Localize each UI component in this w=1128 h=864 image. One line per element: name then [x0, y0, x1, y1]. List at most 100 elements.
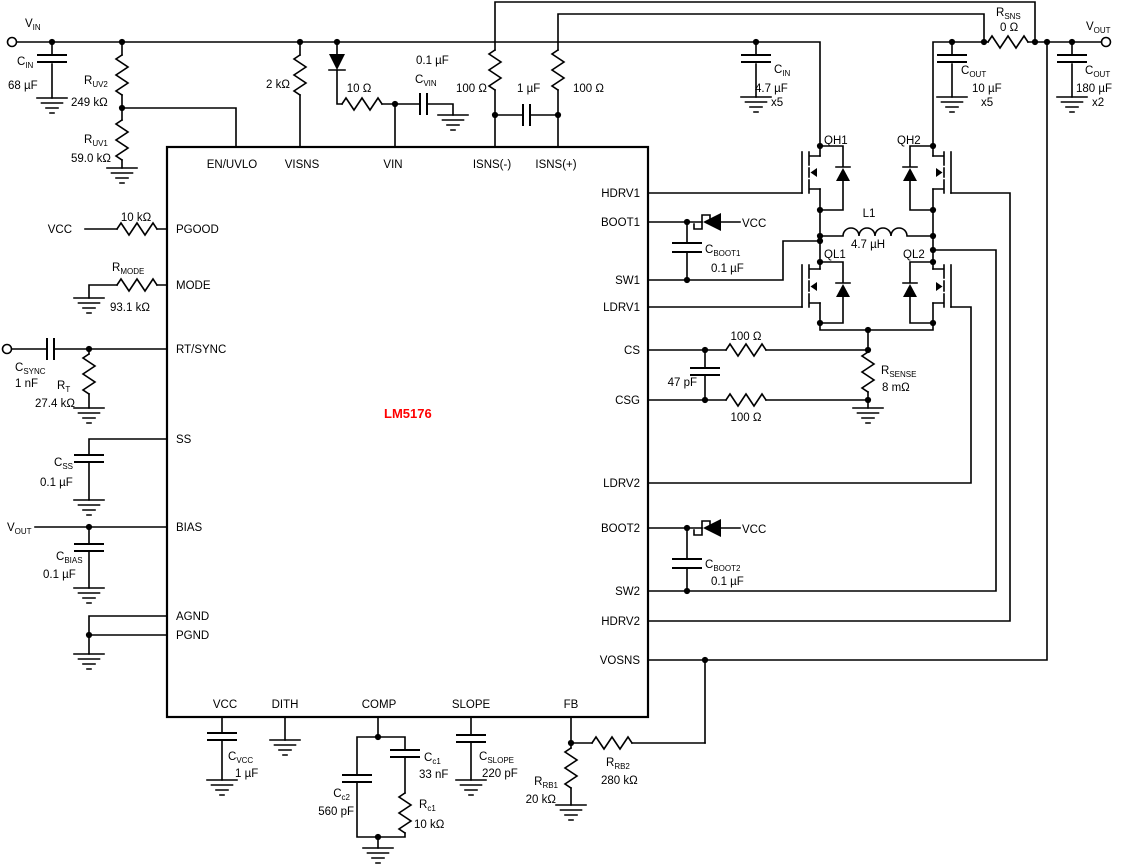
label-rrb1-ref: RRB1	[534, 776, 558, 790]
label-cvcc-ref: CVCC	[228, 751, 253, 765]
net-hdrv2	[647, 192, 1011, 622]
label-cc1-value: 33 nF	[419, 769, 448, 781]
junction-dot	[85, 523, 93, 531]
diodes	[328, 54, 721, 537]
capacitor-cin-bulk	[37, 54, 67, 63]
junction-dot	[864, 396, 872, 404]
resistor-r-cs	[724, 342, 768, 358]
boot2-schottky-diode	[693, 519, 721, 537]
junction-dot	[374, 833, 382, 841]
mosfet-qh2	[902, 145, 952, 211]
junction-dot	[48, 38, 56, 46]
label-cin-hf-value: 4.7 µF	[755, 83, 788, 95]
net-isns-plus	[557, 13, 985, 148]
label-cvcc-value: 1 µF	[235, 768, 258, 780]
label-cvin-ref: CVIN	[415, 74, 437, 88]
boot1-schottky-diode	[693, 213, 721, 231]
schottky-bar	[693, 520, 711, 536]
ground-cin-bulk	[36, 97, 68, 114]
arrow	[810, 168, 817, 177]
ground-cslope	[455, 779, 487, 796]
pin-label-comp: COMP	[362, 699, 397, 711]
label-rc1-value: 10 kΩ	[414, 819, 445, 831]
capacitor-c-cs	[690, 367, 720, 376]
channel	[932, 264, 945, 308]
net-isns-minus	[494, 1, 1036, 148]
channel	[932, 151, 945, 194]
pin-label-vin: VIN	[383, 159, 402, 171]
capacitor-cc1	[390, 749, 420, 758]
capacitor-css	[74, 454, 104, 463]
capacitor-cbias	[74, 543, 104, 552]
pin-label-bias: BIAS	[176, 522, 203, 534]
junction-dot	[701, 656, 709, 664]
sync-terminal	[1, 343, 13, 355]
net-sw2	[647, 249, 997, 592]
junction-dot	[701, 346, 709, 354]
junction-dot	[929, 246, 937, 254]
resistor-rrb1	[563, 746, 579, 790]
pin-label-vosns: VOSNS	[600, 655, 641, 667]
inductor-coil	[819, 227, 934, 237]
net-ss	[88, 438, 168, 501]
label-cc1-ref: Cc1	[424, 752, 441, 766]
capacitor-cout-hf	[937, 54, 967, 63]
label-rrb2-ref: RRB2	[606, 757, 630, 771]
resistor-rc1	[397, 791, 413, 835]
label-rsense-ref: RSENSE	[881, 365, 916, 379]
label-cc2-ref: Cc2	[333, 788, 350, 802]
label-cslope-value: 220 pF	[482, 768, 518, 780]
net-vout-rail	[932, 41, 1103, 157]
pin-label-rt-sync: RT/SYNC	[176, 344, 226, 356]
diode-triangle	[703, 519, 721, 537]
label-cboot2-ref: CBOOT2	[705, 559, 741, 573]
pin-label-isns-minus: ISNS(-)	[473, 159, 512, 171]
body-diode-wire	[819, 145, 851, 211]
net-sw1	[647, 240, 821, 281]
pin-label-cs: CS	[624, 345, 640, 357]
label-cboot1-value: 0.1 µF	[711, 263, 744, 275]
pin-label-boot1: BOOT1	[601, 217, 640, 229]
label-r-isns-p-value: 100 Ω	[573, 83, 604, 95]
junction-dot	[554, 111, 562, 119]
junction-dot	[929, 258, 937, 266]
channel	[808, 151, 821, 194]
label-cboot2-value: 0.1 µF	[711, 576, 744, 588]
net-bridge-columns	[819, 188, 934, 331]
junction-dot	[816, 237, 824, 245]
label-ruv1-ref: RUV1	[84, 134, 108, 148]
ground-rmode	[73, 297, 105, 314]
label-rsense-value: 8 mΩ	[882, 382, 910, 394]
resistor-rsns	[986, 34, 1030, 50]
junction-dot	[1068, 38, 1076, 46]
label-csync-value: 1 nF	[15, 378, 38, 390]
junction-dot	[816, 142, 824, 150]
arrow	[936, 282, 943, 291]
net-ldrv2	[647, 306, 972, 484]
net-boot1	[647, 221, 741, 281]
arrow	[810, 282, 817, 291]
body-diode-triangle	[903, 168, 917, 181]
label-csync-ref: CSYNC	[15, 362, 46, 376]
pin-label-ss: SS	[176, 434, 192, 446]
pin-label-dith: DITH	[272, 699, 299, 711]
vin-terminal	[6, 36, 18, 48]
body-diode-triangle	[836, 168, 850, 181]
pin-label-mode: MODE	[176, 280, 211, 292]
capacitor-cvcc	[207, 732, 237, 741]
label-cout-bulk-ref: COUT	[1085, 65, 1110, 79]
junction-dot	[118, 104, 126, 112]
pin-label-ldrv2: LDRV2	[603, 478, 640, 490]
body-diode-triangle	[903, 284, 917, 297]
label-cvin-value: 0.1 µF	[416, 55, 449, 67]
label-vin-terminal: VIN	[25, 18, 41, 32]
resistor-ruv1	[114, 118, 130, 162]
label-r-cs-value: 100 Ω	[731, 331, 762, 343]
junction-dot	[683, 524, 691, 532]
junction-dot	[752, 38, 760, 46]
resistor-r-isns-n	[487, 48, 503, 92]
label-c-isns-value: 1 µF	[517, 83, 540, 95]
pin-label-slope: SLOPE	[452, 699, 491, 711]
junction-dot	[929, 206, 937, 214]
